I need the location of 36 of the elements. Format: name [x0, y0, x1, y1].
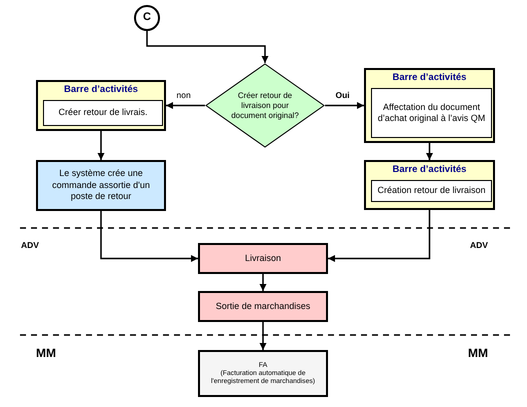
box-text: Livraison: [244, 252, 282, 264]
box-text: Affectation du document d’achat original à l’avis QM: [376, 102, 486, 124]
activity-bar-heading: Barre d’activités: [392, 164, 466, 176]
process-box: [36, 160, 166, 211]
box-text: Créer retour de livrais.: [58, 107, 148, 119]
activity-bar-box: [364, 160, 495, 210]
arrow: [260, 274, 266, 291]
process-box: [198, 291, 328, 322]
connector-letter: C: [143, 11, 151, 25]
arrow: [260, 322, 266, 350]
lane-label: ADV: [21, 240, 39, 250]
activity-bar-heading: Barre d’activités: [392, 72, 466, 84]
box-text: Le système crée une commande assortie d'un poste de retour: [51, 168, 151, 204]
arrow: [146, 31, 268, 63]
arrow: [166, 102, 205, 109]
result-box: [198, 350, 328, 397]
lane-label: MM: [36, 346, 56, 360]
activity-bar-heading: Barre d’activités: [64, 84, 138, 96]
lane-label: MM: [468, 346, 488, 360]
activity-box: [371, 88, 492, 138]
activity-box: [43, 100, 163, 126]
arrow: [328, 210, 430, 262]
arrow: [98, 131, 104, 160]
activity-bar-box: [364, 68, 495, 143]
connector-circle: [134, 5, 160, 31]
lane-label: ADV: [470, 240, 488, 250]
edge-label: Oui: [334, 90, 351, 100]
arrow: [325, 102, 364, 109]
box-text: Sortie de marchandises: [216, 300, 310, 312]
activity-bar-box: [36, 80, 166, 131]
activity-box: [371, 180, 492, 202]
arrow: [426, 143, 433, 160]
box-text: Créer retour de livraison pour document original?: [230, 90, 300, 120]
arrow: [100, 211, 198, 262]
box-text: Création retour de livraison: [377, 185, 486, 197]
process-box: [198, 243, 328, 274]
